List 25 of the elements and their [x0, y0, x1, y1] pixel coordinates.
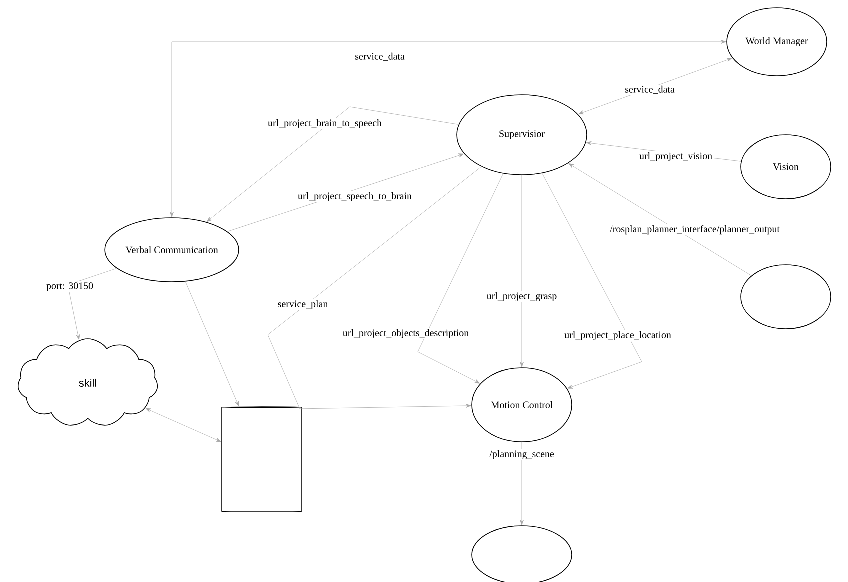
- edge-label: url_project_speech_to_brain: [297, 191, 413, 202]
- edge-label: url_project_grasp: [486, 291, 558, 303]
- edge-label: service_data: [624, 84, 676, 96]
- arrow: [146, 408, 222, 442]
- edge-label: /planning_scene: [488, 449, 556, 461]
- arrow: [185, 282, 240, 406]
- edge-label: url_project_brain_to_speech: [267, 118, 383, 130]
- edge-label: url_project_place_location: [564, 330, 672, 342]
- storage-cylinder: [222, 406, 302, 512]
- arrow: [68, 268, 118, 340]
- arrow: [520, 175, 524, 368]
- edge-label: service_plan: [276, 299, 330, 310]
- edge-label: url_project_vision: [638, 151, 714, 162]
- edge-label: service_data: [354, 52, 406, 62]
- arrow: [568, 164, 752, 276]
- arrow: [520, 442, 524, 526]
- edge-label: /rosplan_planner_interface/planner_output: [609, 224, 781, 236]
- arrow: [268, 166, 482, 410]
- edge-label: port: 30150: [46, 282, 95, 292]
- edge-label: url_project_objects_description: [342, 328, 470, 340]
- arrow: [418, 174, 504, 384]
- arrow: [170, 40, 726, 218]
- arrow: [542, 173, 642, 389]
- arrow: [206, 106, 459, 222]
- process-ellipse: [740, 264, 832, 330]
